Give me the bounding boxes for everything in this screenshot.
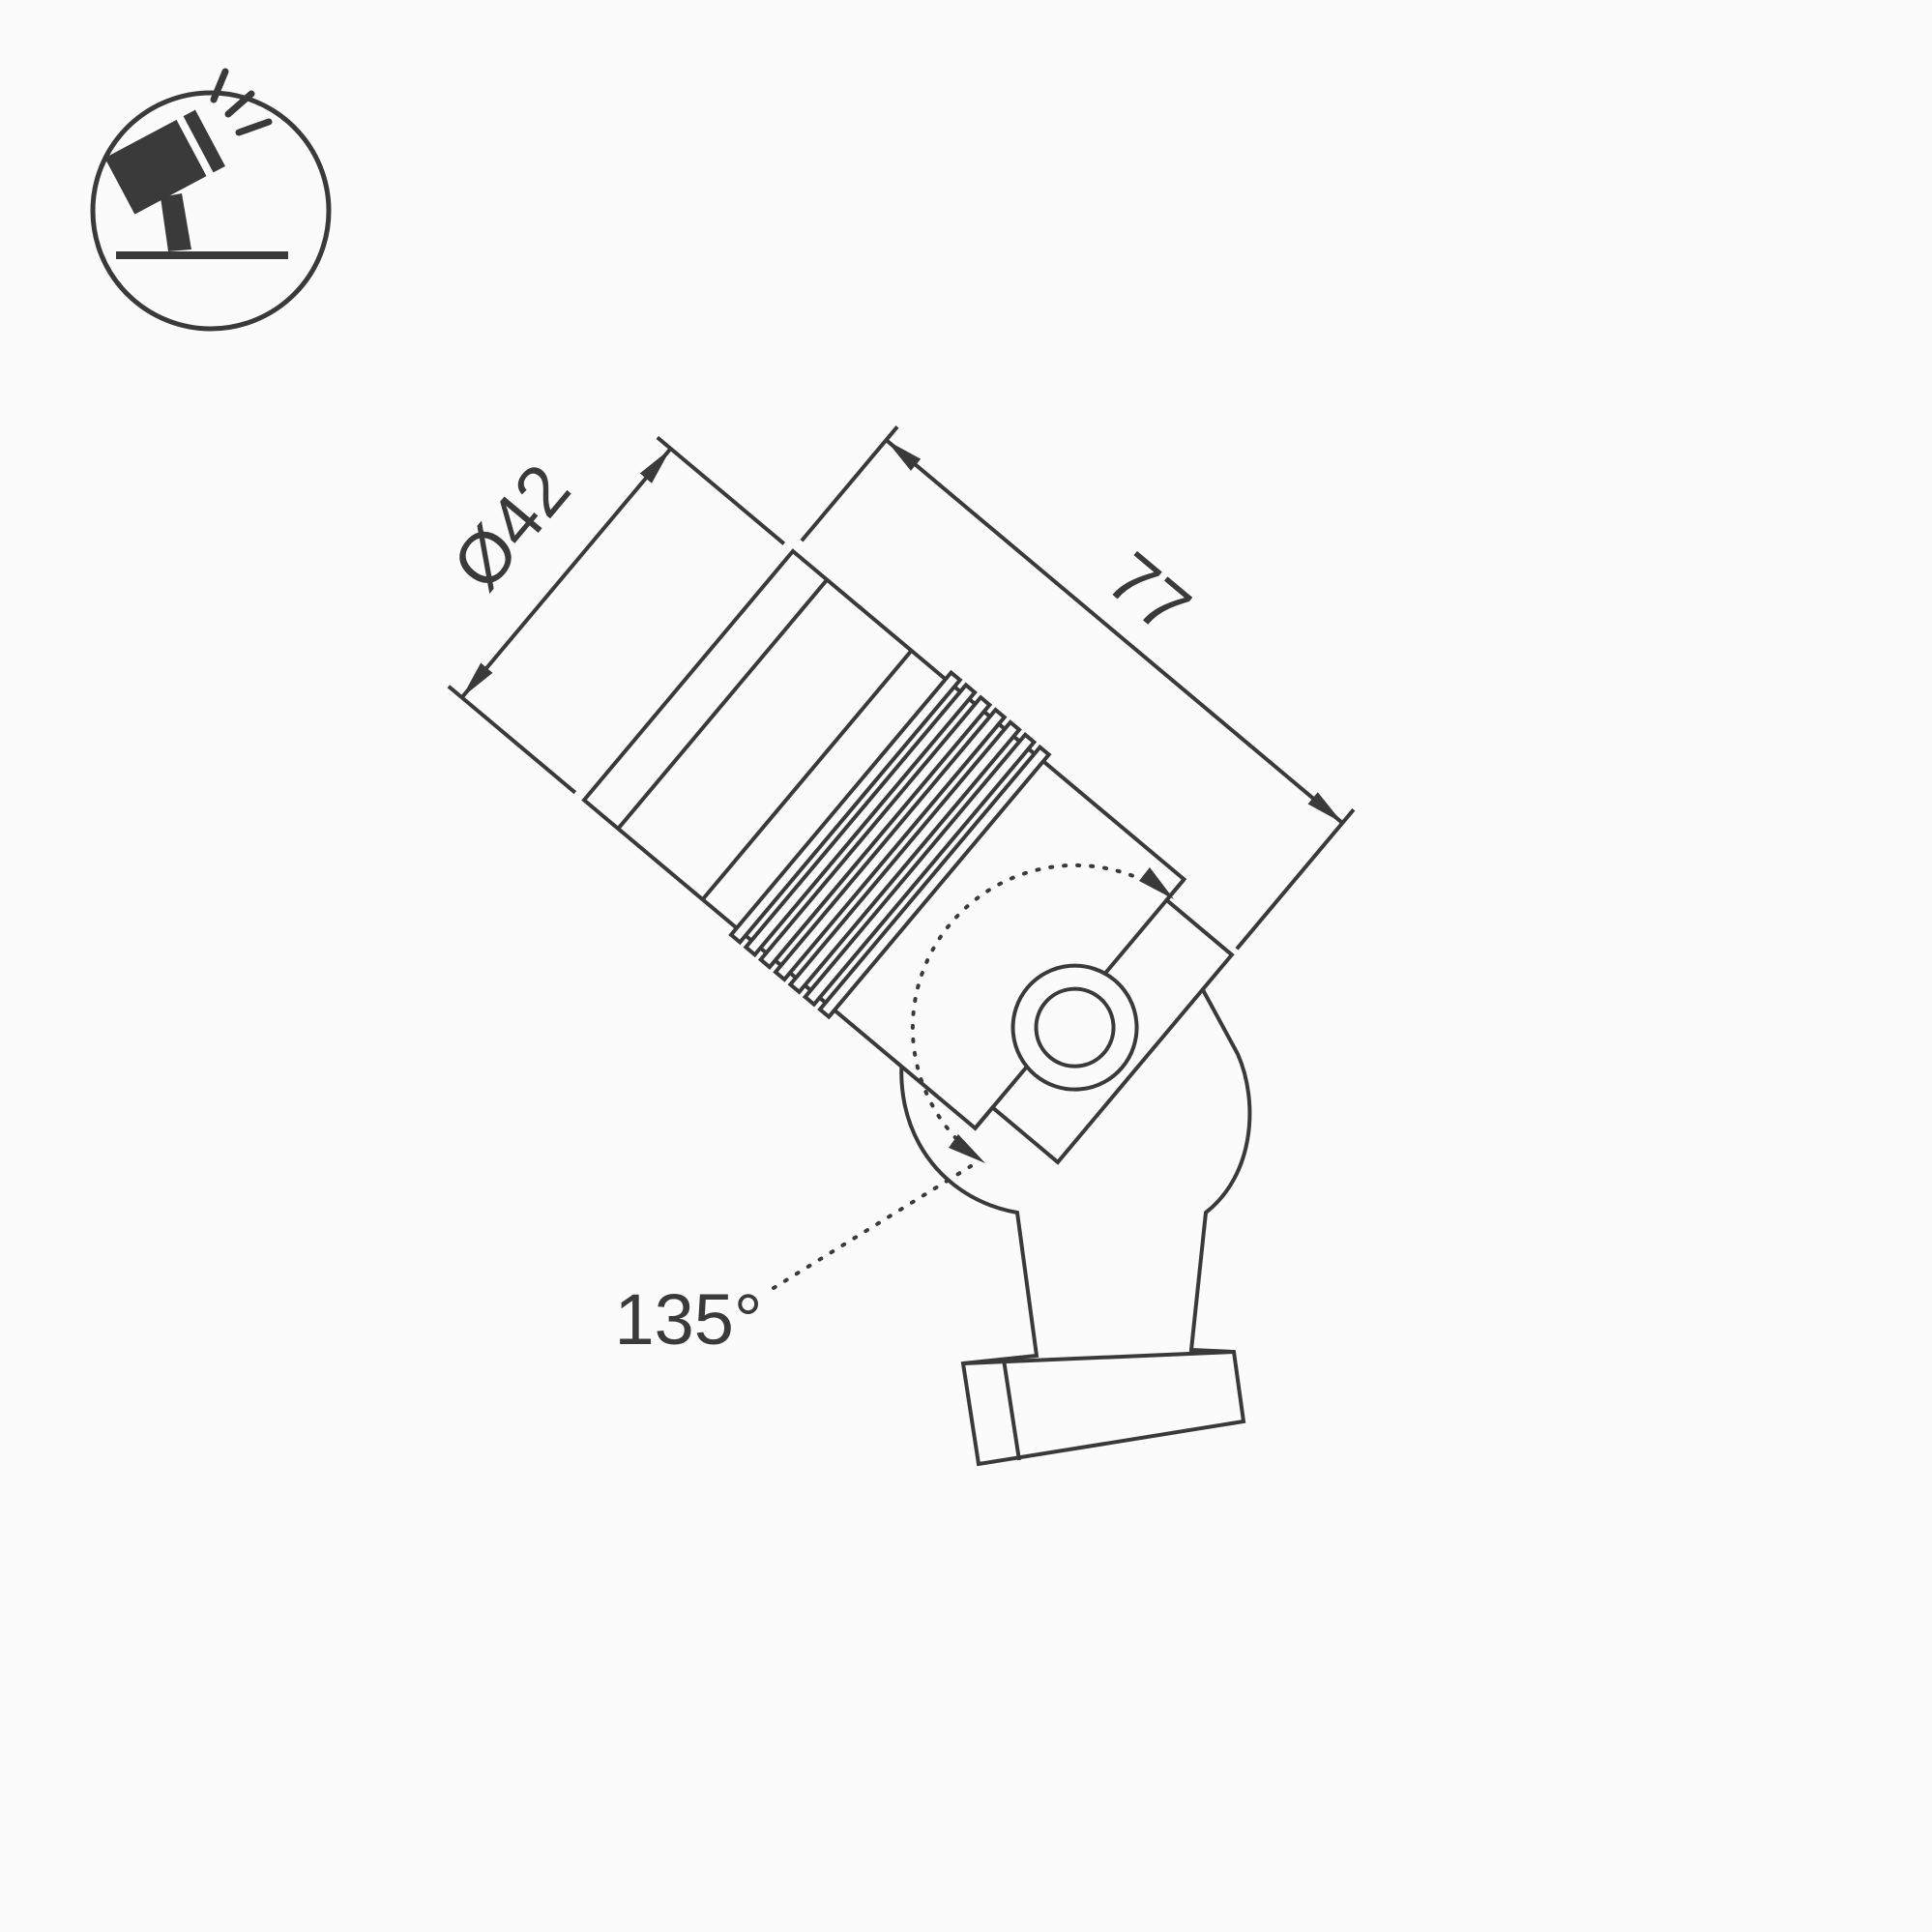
dimension-arrow-icon [639, 448, 671, 483]
dimension-line [885, 438, 1344, 825]
cooling-fin [743, 682, 978, 958]
angle-leader-line [772, 1164, 973, 1290]
arc-arrow-icon [949, 1134, 985, 1163]
spotlight-body: Ø42 77 [437, 425, 1356, 1165]
cooling-fins [728, 669, 1052, 1020]
dimension-arrow-icon [461, 662, 493, 698]
badge-circle-icon [90, 90, 332, 332]
cooling-fin [787, 719, 1022, 995]
extension-line [656, 435, 786, 545]
spotlight-lens-icon [183, 109, 225, 173]
product-type-badge [90, 68, 332, 332]
barrel-ring-line [701, 649, 914, 901]
rotation-range: 135° [614, 863, 1174, 1360]
arc-arrow-icon [1139, 867, 1174, 899]
dimension-line [460, 447, 673, 699]
spotlight-head-icon [104, 119, 207, 215]
extension-line [1235, 807, 1356, 951]
light-rays-icon [210, 68, 273, 136]
spotlight-stem-icon [161, 193, 191, 251]
bracket-foot-edge [962, 1350, 1235, 1365]
cooling-fin [728, 669, 963, 946]
bracket-foot-lip [1002, 1359, 1021, 1461]
extension-line [447, 685, 577, 795]
cooling-fin [802, 731, 1038, 1008]
cooling-fin [817, 744, 1052, 1020]
cooling-fin [757, 694, 993, 970]
cooling-fin [773, 707, 1008, 982]
angle-label: 135° [614, 1279, 762, 1360]
dimension-arrow-icon [1307, 792, 1343, 824]
pivot-bolt [1034, 986, 1116, 1068]
bezel-ring-line [616, 578, 829, 831]
dimension-arrow-icon [886, 440, 922, 471]
rotation-arc [910, 863, 1170, 1163]
extension-line [800, 425, 899, 542]
tilted-spotlight-icon [104, 109, 225, 215]
